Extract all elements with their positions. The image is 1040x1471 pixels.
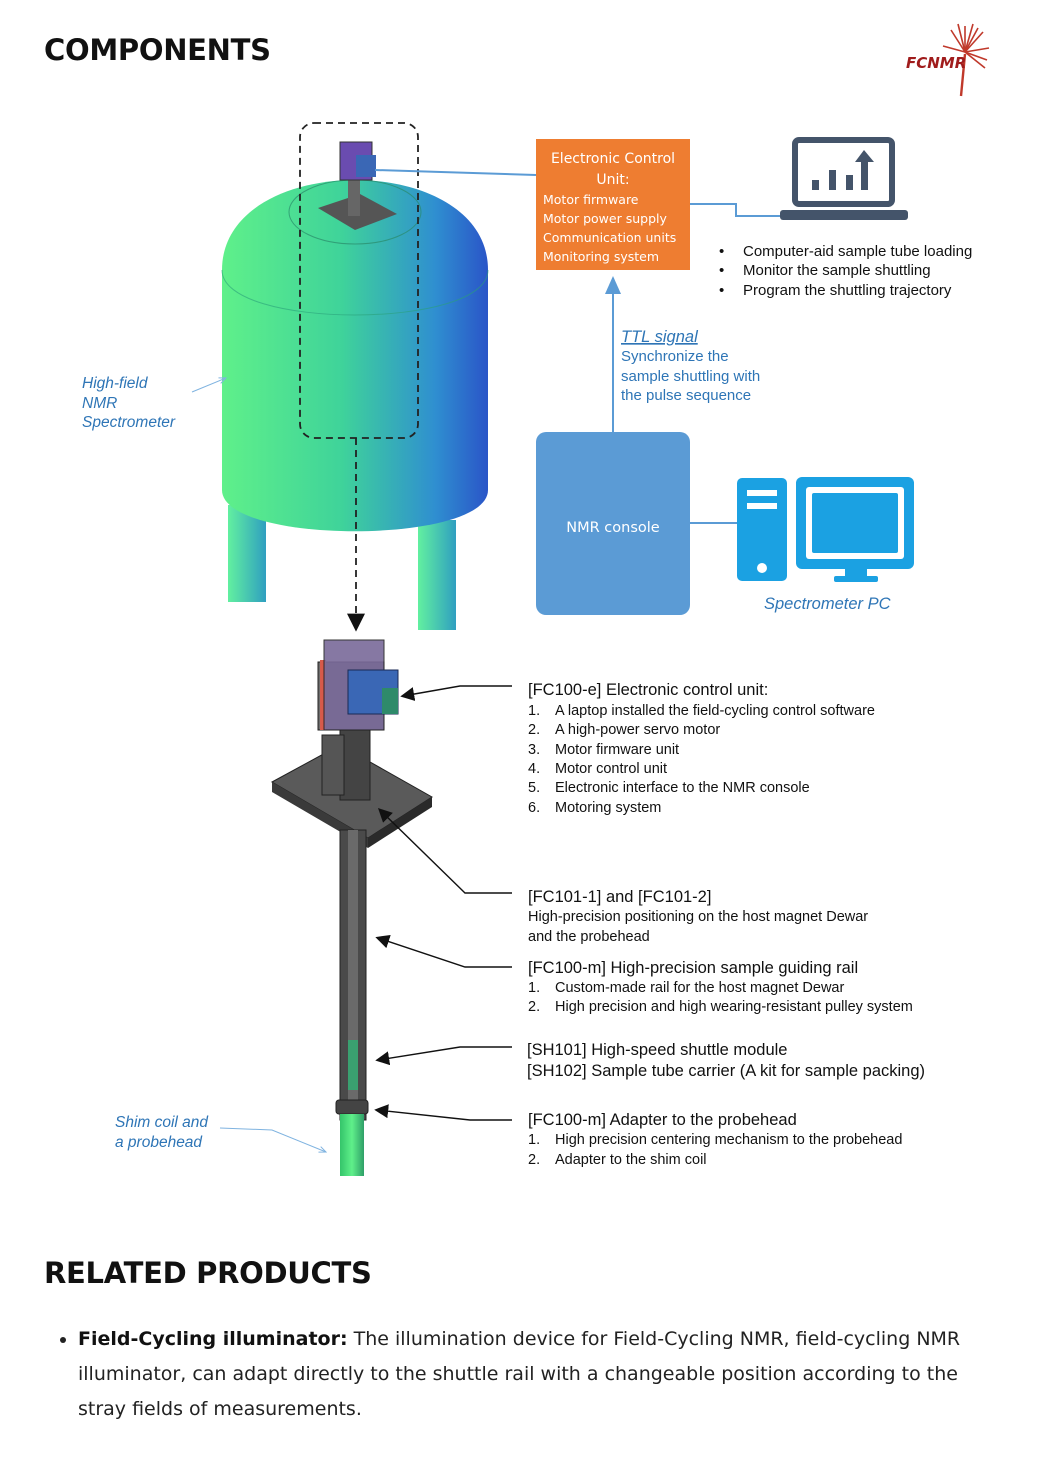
svg-text:Computer-aid sample tube loadi: Computer-aid sample tube loading: [743, 243, 972, 260]
svg-text:Adapter to the shim coil: Adapter to the shim coil: [555, 1152, 707, 1168]
spectrometer-label-3: Spectrometer: [82, 414, 176, 431]
probe-insert-assembly: [270, 639, 433, 1176]
svg-text:High precision and high wearin: High precision and high wearing-resistan…: [555, 999, 913, 1015]
svg-text:Motor power supply: Motor power supply: [543, 211, 667, 226]
nmr-spectrometer-tank: [221, 179, 489, 630]
spectrometer-pc-icon: [737, 477, 914, 582]
shim-label-1: Shim coil and: [115, 1114, 209, 1131]
related-product-description: The illumination device for Field-Cyclin…: [78, 1328, 961, 1420]
svg-text:Custom-made rail for the host: Custom-made rail for the host magnet Dew…: [555, 980, 844, 996]
svg-text:5.: 5.: [528, 780, 540, 796]
related-product-name: Field-Cycling illuminator:: [78, 1328, 348, 1350]
svg-text:Unit:: Unit:: [596, 172, 629, 188]
shim-label-2: a probehead: [115, 1134, 203, 1151]
callout-positioning-title: [FC101-1] and [FC101-2]: [528, 888, 711, 906]
related-products-heading: RELATED PRODUCTS: [44, 1256, 372, 1290]
svg-text:A laptop installed the field-c: A laptop installed the field-cycling con…: [555, 703, 875, 719]
callout-shuttle-1: [SH101] High-speed shuttle module: [527, 1041, 788, 1059]
svg-text:•: •: [719, 282, 724, 299]
svg-text:NMR console: NMR console: [566, 520, 660, 536]
svg-text:High precision centering mecha: High precision centering mechanism to th…: [555, 1132, 902, 1148]
svg-text:Monitoring system: Monitoring system: [543, 249, 659, 264]
spectrometer-pc-label: Spectrometer PC: [764, 595, 891, 613]
svg-text:3.: 3.: [528, 742, 540, 758]
svg-text:sample shuttling with: sample shuttling with: [621, 368, 760, 385]
svg-text:the pulse sequence: the pulse sequence: [621, 387, 751, 404]
svg-text:•: •: [719, 262, 724, 279]
svg-text:Monitor the sample shuttling: Monitor the sample shuttling: [743, 262, 931, 279]
svg-text:2.: 2.: [528, 722, 540, 738]
spectrometer-label-2: NMR: [82, 395, 117, 412]
laptop-icon: [780, 137, 908, 220]
svg-text:FCNMR: FCNMR: [906, 54, 966, 72]
related-product-item: Field-Cycling illuminator: The illuminat…: [78, 1322, 1008, 1427]
svg-text:6.: 6.: [528, 800, 540, 816]
svg-text:Motor control unit: Motor control unit: [555, 761, 667, 777]
svg-text:2.: 2.: [528, 1152, 540, 1168]
svg-text:Motor firmware unit: Motor firmware unit: [555, 742, 679, 758]
components-heading: COMPONENTS: [44, 33, 271, 67]
nmr-console-box: NMR console: [536, 432, 690, 615]
svg-text:Synchronize the: Synchronize the: [621, 348, 729, 365]
svg-text:1.: 1.: [528, 1132, 540, 1148]
related-products-list: Field-Cycling illuminator: The illuminat…: [56, 1322, 1008, 1427]
svg-text:4.: 4.: [528, 761, 540, 777]
callout-rail-title: [FC100-m] High-precision sample guiding …: [528, 959, 858, 977]
svg-text:Electronic Control: Electronic Control: [551, 151, 675, 167]
callout-adapter-title: [FC100-m] Adapter to the probehead: [528, 1111, 797, 1129]
ttl-title: TTL signal: [621, 328, 699, 346]
fcnmr-logo: FCNMR: [906, 23, 990, 97]
svg-text:2.: 2.: [528, 999, 540, 1015]
svg-text:•: •: [719, 243, 724, 260]
svg-text:A high-power servo motor: A high-power servo motor: [555, 722, 720, 738]
svg-text:Communication units: Communication units: [543, 230, 676, 245]
components-diagram: High-field NMR Spectrometer Electronic C…: [82, 122, 972, 1176]
top-motor-assembly: [318, 141, 397, 230]
svg-text:Electronic interface to the NM: Electronic interface to the NMR console: [555, 780, 810, 796]
svg-text:Motor firmware: Motor firmware: [543, 192, 639, 207]
svg-text:High-precision positioning on: High-precision positioning on the host m…: [528, 909, 868, 925]
svg-text:Program the shuttling trajecto: Program the shuttling trajectory: [743, 282, 952, 299]
callout-shuttle-2: [SH102] Sample tube carrier (A kit for s…: [527, 1062, 925, 1080]
svg-text:and the probehead: and the probehead: [528, 929, 650, 945]
svg-text:Motoring system: Motoring system: [555, 800, 661, 816]
svg-text:1.: 1.: [528, 703, 540, 719]
ecu-box: Electronic Control Unit: Motor firmware …: [536, 139, 690, 270]
callout-ecu-title: [FC100-e] Electronic control unit:: [528, 681, 768, 699]
svg-text:1.: 1.: [528, 980, 540, 996]
spectrometer-label-1: High-field: [82, 375, 149, 392]
